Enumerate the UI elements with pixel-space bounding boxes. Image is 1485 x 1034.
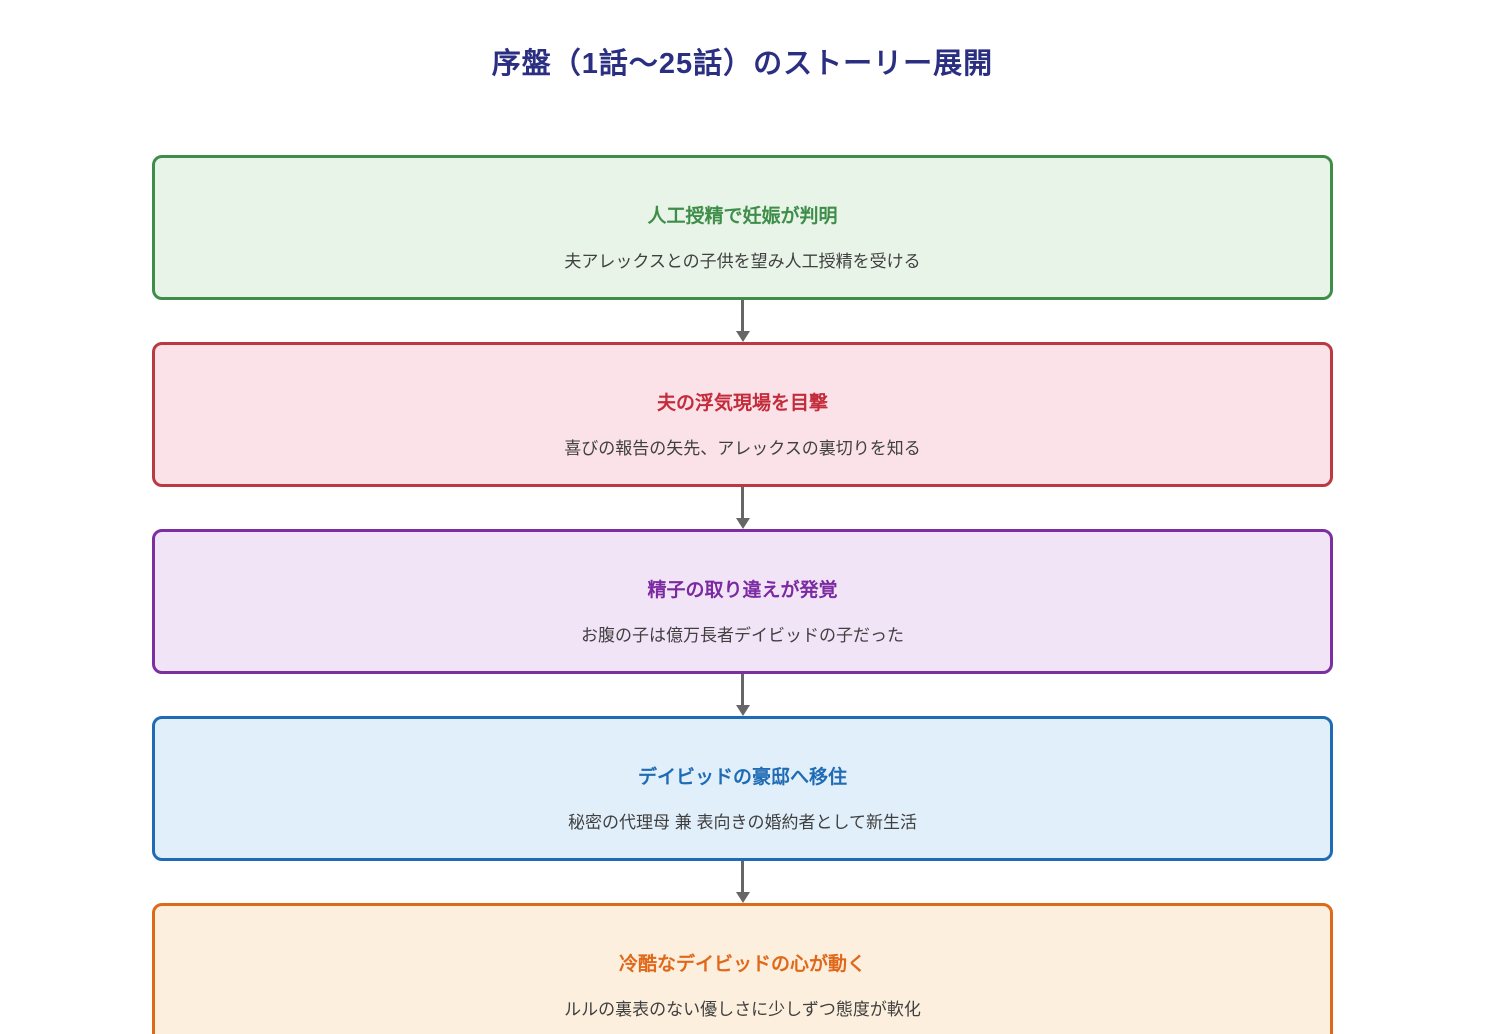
step-node-label: 精子の取り違えが発覚 xyxy=(647,580,838,601)
step-node-description: 夫アレックスとの子供を望み人工授精を受ける xyxy=(564,252,921,271)
arrow-head xyxy=(735,705,750,716)
step-node-description: 秘密の代理母 兼 表向きの婚約者として新生活 xyxy=(568,813,917,832)
step-node-label: デイビッドの豪邸へ移住 xyxy=(637,767,847,788)
flow-arrow-down-icon xyxy=(735,300,751,342)
arrow-head xyxy=(735,331,750,342)
story-flow: 人工授精で妊娠が判明 夫アレックスとの子供を望み人工授精を受ける 夫の浮気現場を… xyxy=(152,155,1333,1034)
arrow-shaft xyxy=(741,487,744,518)
flow-arrow-down-icon xyxy=(735,674,751,716)
step-node-description: お腹の子は億万長者デイビッドの子だった xyxy=(581,626,904,645)
step-davids-heart-softens: 冷酷なデイビッドの心が動く ルルの裏表のない優しさに少しずつ態度が軟化 xyxy=(152,903,1333,1034)
step-pregnancy-revealed: 人工授精で妊娠が判明 夫アレックスとの子供を望み人工授精を受ける xyxy=(152,155,1333,300)
diagram-title: 序盤（1話〜25話）のストーリー展開 xyxy=(491,48,994,80)
arrow-shaft xyxy=(741,861,744,892)
flow-arrow-down-icon xyxy=(735,861,751,903)
step-node-label: 夫の浮気現場を目撃 xyxy=(656,393,828,414)
step-node-label: 冷酷なデイビッドの心が動く xyxy=(618,954,866,975)
step-node-description: 喜びの報告の矢先、アレックスの裏切りを知る xyxy=(564,439,921,458)
step-move-to-mansion: デイビッドの豪邸へ移住 秘密の代理母 兼 表向きの婚約者として新生活 xyxy=(152,716,1333,861)
step-husband-affair-witnessed: 夫の浮気現場を目撃 喜びの報告の矢先、アレックスの裏切りを知る xyxy=(152,342,1333,487)
step-sperm-mixup-discovered: 精子の取り違えが発覚 お腹の子は億万長者デイビッドの子だった xyxy=(152,529,1333,674)
arrow-head xyxy=(735,518,750,529)
flow-arrow-down-icon xyxy=(735,487,751,529)
arrow-shaft xyxy=(741,674,744,705)
arrow-shaft xyxy=(741,300,744,331)
arrow-head xyxy=(735,892,750,903)
step-node-label: 人工授精で妊娠が判明 xyxy=(647,206,838,227)
step-node-description: ルルの裏表のない優しさに少しずつ態度が軟化 xyxy=(564,1000,921,1019)
